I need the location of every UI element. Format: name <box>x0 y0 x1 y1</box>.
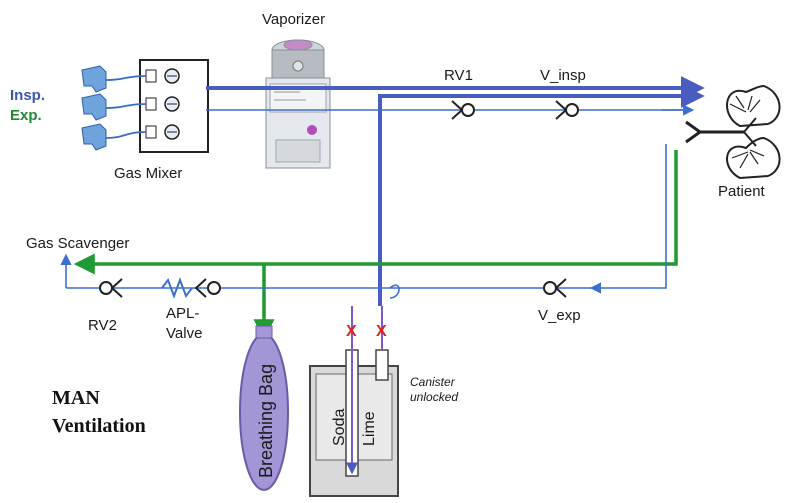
patient-label: Patient <box>718 183 766 200</box>
canister-label-line2: unlocked <box>410 390 458 404</box>
gas-mixer <box>139 59 209 153</box>
expiratory-thin-line <box>60 144 667 299</box>
insp-legend: Insp. <box>10 87 45 104</box>
canister-label-line1: Canister <box>410 375 456 389</box>
v-insp-label: V_insp <box>540 67 586 84</box>
vaporizer <box>265 39 331 169</box>
rv2-label: RV2 <box>88 317 117 334</box>
gas-supply-hoses <box>105 75 147 139</box>
flowmeter-2 <box>145 96 180 112</box>
inspiratory-main-line <box>206 76 705 306</box>
mode-label-line1: MAN <box>52 387 100 409</box>
expiratory-green-line <box>73 150 678 341</box>
v-insp-valve <box>555 100 579 120</box>
exp-legend: Exp. <box>10 107 42 124</box>
gas-cylinder-connectors <box>81 65 107 151</box>
rv1-label: RV1 <box>444 67 473 84</box>
mode-label-line2: Ventilation <box>52 415 146 437</box>
v-exp-valve <box>543 278 567 298</box>
vaporizer-label: Vaporizer <box>262 11 325 28</box>
apl-label-line1: APL- <box>166 305 199 322</box>
rv2-valve <box>99 278 123 298</box>
breathing-bag-label: Breathing Bag <box>256 364 276 478</box>
lime-label: Lime <box>361 411 378 446</box>
apl-label-line2: Valve <box>166 325 202 342</box>
patient-lungs <box>726 84 781 180</box>
soda-label: Soda <box>331 409 348 446</box>
canister-valve-x-2: X <box>376 323 387 340</box>
canister-valve-x-1: X <box>346 323 357 340</box>
gas-scavenger-label: Gas Scavenger <box>26 235 129 252</box>
apl-valve <box>161 277 221 299</box>
gas-mixer-label: Gas Mixer <box>114 165 182 182</box>
flowmeter-1 <box>145 68 180 84</box>
breathing-bag <box>239 325 289 491</box>
rv1-valve <box>451 100 475 120</box>
patient-y-piece <box>685 117 757 147</box>
soda-lime-canister <box>309 306 399 497</box>
v-exp-label: V_exp <box>538 307 581 324</box>
